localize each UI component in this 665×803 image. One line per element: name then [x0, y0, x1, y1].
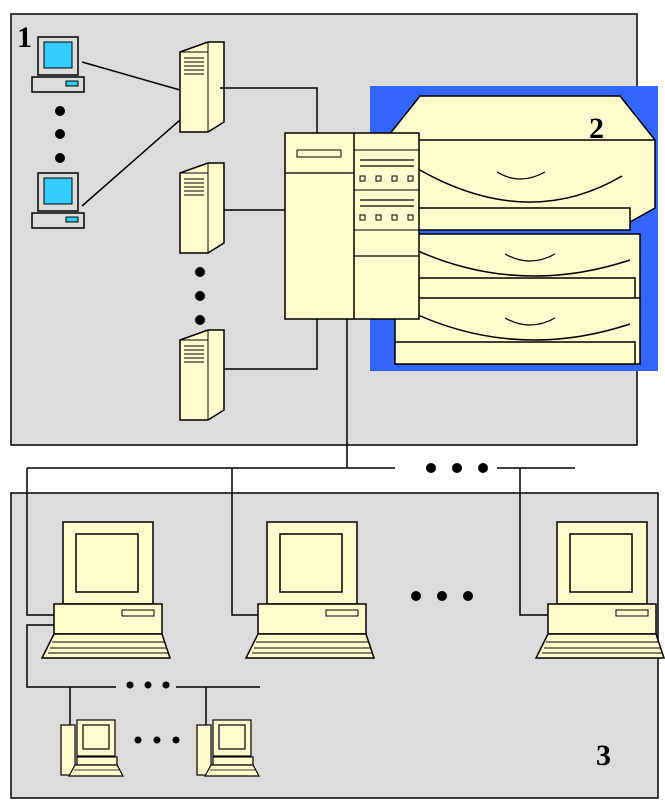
server-bottom	[180, 330, 224, 420]
label-region-2: 2	[589, 112, 604, 145]
terminal-pc-top	[32, 37, 84, 92]
storage-drive-top	[385, 96, 655, 230]
server-middle	[180, 163, 224, 253]
server-top	[180, 42, 224, 132]
small-pc-2	[197, 720, 259, 776]
terminal-ellipsis-dots	[55, 106, 65, 163]
main-server-cabinet	[285, 133, 419, 319]
label-region-3: 3	[596, 739, 611, 772]
small-pc-1	[61, 720, 123, 776]
terminal-pc-bottom	[32, 173, 84, 228]
label-region-1: 1	[17, 21, 32, 54]
bus-ellipsis-dots	[426, 463, 488, 473]
